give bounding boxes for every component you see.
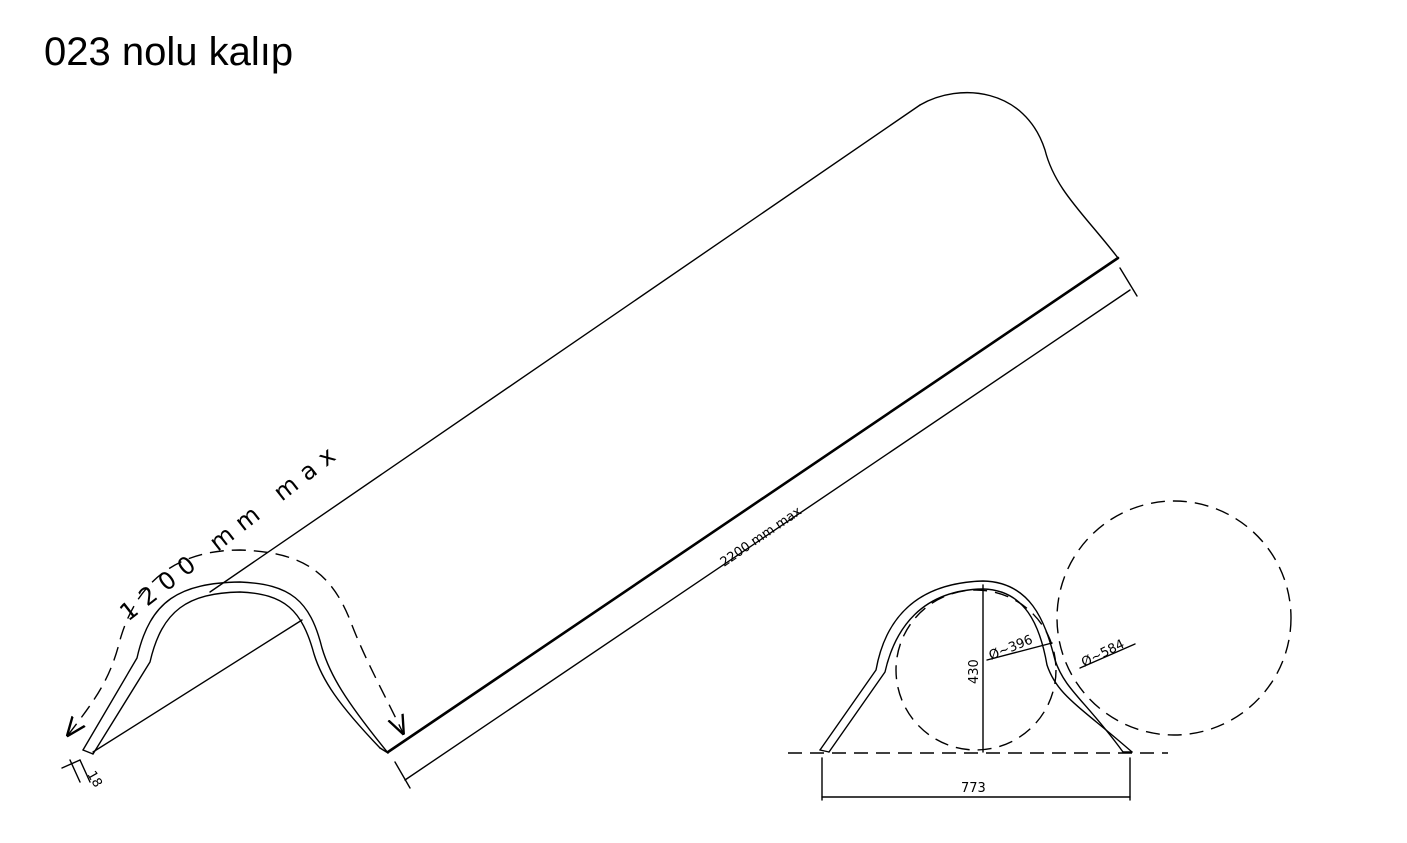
section-inner-edge bbox=[828, 588, 1133, 753]
profile-inner-edge bbox=[92, 591, 381, 755]
arc-dimension-line bbox=[68, 549, 403, 735]
outer-diameter-label: Ø~584 bbox=[1079, 637, 1127, 671]
far-end-profile bbox=[919, 91, 1119, 259]
thickness-tick-3 bbox=[79, 759, 91, 783]
cross-section-view: 430 Ø~396 Ø~584 773 bbox=[788, 500, 1292, 801]
width-arc-label: 1200 mm max bbox=[114, 436, 347, 627]
page-title: 023 nolu kalıp bbox=[44, 30, 294, 74]
outer-circle bbox=[1056, 500, 1292, 736]
inner-diameter-label: Ø~396 bbox=[987, 633, 1035, 664]
length-extension-near bbox=[394, 761, 411, 789]
bottom-edge-line bbox=[386, 256, 1120, 754]
inner-circle bbox=[895, 589, 1057, 751]
thickness-tick-2 bbox=[69, 759, 81, 783]
inner-edge-line bbox=[92, 619, 303, 753]
length-dimension-line bbox=[404, 289, 1131, 781]
length-extension-far bbox=[1119, 267, 1138, 297]
perspective-view: 1200 mm max 2200 mm max 18 bbox=[61, 91, 1138, 791]
section-end-cap-left bbox=[819, 749, 830, 753]
profile-end-cap-left bbox=[82, 749, 94, 755]
height-label: 430 bbox=[967, 659, 982, 684]
crest-line bbox=[209, 104, 921, 593]
inner-diameter-leader bbox=[986, 642, 1053, 661]
profile-end-cap-right bbox=[379, 747, 389, 754]
profile-outer-edge bbox=[82, 581, 389, 754]
outer-diameter-leader bbox=[1079, 643, 1136, 669]
thickness-label: 18 bbox=[84, 769, 105, 791]
base-width-label: 773 bbox=[961, 781, 986, 796]
section-outer-edge bbox=[819, 580, 1124, 753]
length-label: 2200 mm max bbox=[718, 504, 805, 570]
thickness-tick-1 bbox=[61, 759, 81, 769]
